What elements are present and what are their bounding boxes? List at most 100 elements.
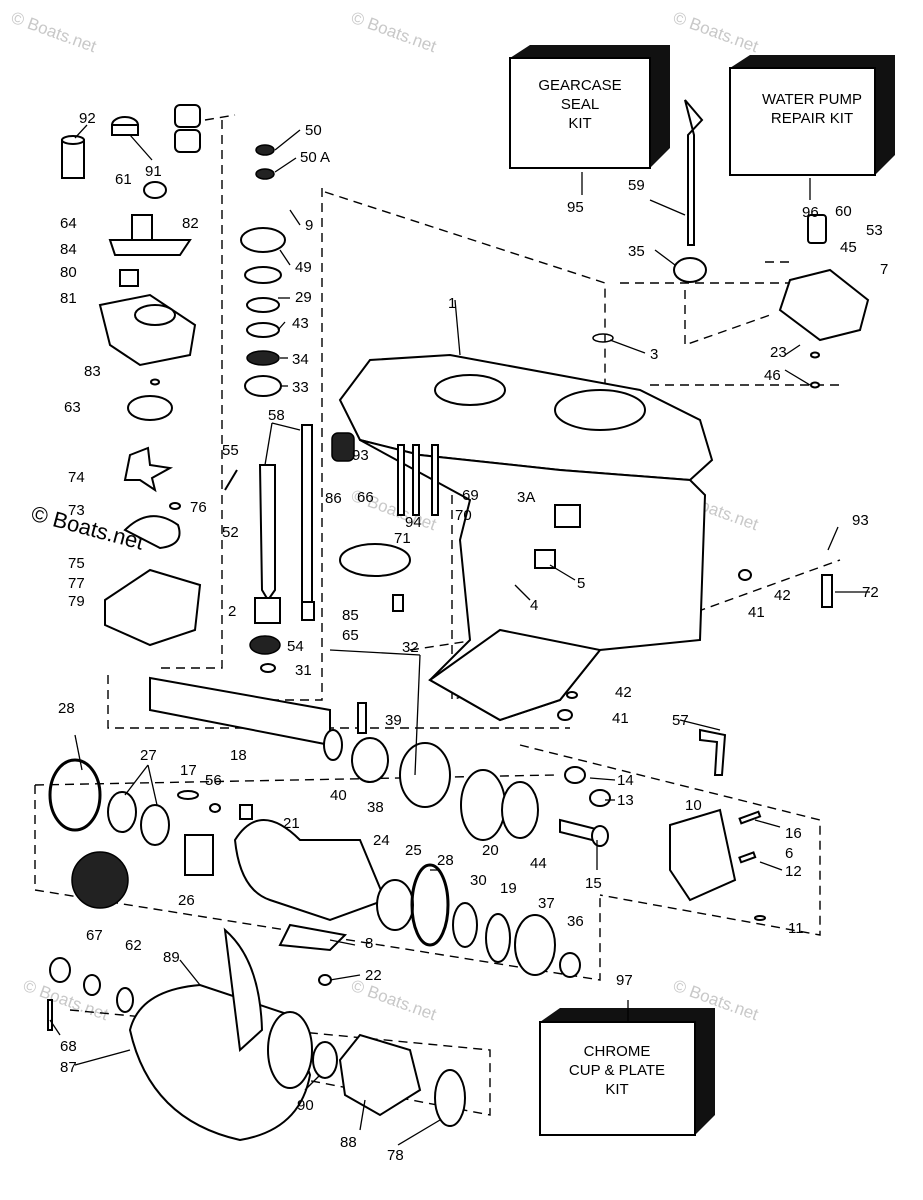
- callout-label: 46: [764, 367, 781, 384]
- callout-label: 25: [405, 842, 422, 859]
- callout-label: 73: [68, 502, 85, 519]
- callout-label: 42: [615, 684, 632, 701]
- callout-label: 86: [325, 490, 342, 507]
- callout-label: 89: [163, 949, 180, 966]
- callout-label: 80: [60, 264, 77, 281]
- callout-label: 64: [60, 215, 77, 232]
- water-pump-parts: [61, 104, 286, 647]
- callout-label: 50 A: [300, 149, 330, 166]
- callout-label: 28: [437, 852, 454, 869]
- callout-label: 20: [482, 842, 499, 859]
- callout-label: 17: [180, 762, 197, 779]
- callout-label: 35: [628, 243, 645, 260]
- callout-label: 94: [405, 514, 422, 531]
- callout-label: 60: [835, 203, 852, 220]
- callout-label: 41: [748, 604, 765, 621]
- callout-label: 29: [295, 289, 312, 306]
- kit-line: KIT: [605, 1081, 628, 1098]
- watermark: © Boats.net: [349, 8, 439, 56]
- callout-label: 11: [788, 920, 804, 937]
- propeller-parts: [47, 927, 466, 1142]
- water-pump-repair-kit-box: WATER PUMP REPAIR KIT: [729, 55, 895, 176]
- watermark: © Boats.net: [671, 8, 761, 56]
- callout-label: 57: [672, 712, 689, 729]
- watermark: © Boats.net: [9, 8, 99, 56]
- callout-label: 69: [462, 487, 479, 504]
- callout-label: 83: [84, 363, 101, 380]
- callout-labels: 92 91 50 50 A 61 64 82 84 9 80 49 81 29 …: [58, 110, 888, 1164]
- callout-label: 37: [538, 895, 555, 912]
- callout-label: 38: [367, 799, 384, 816]
- callout-label: 18: [230, 747, 247, 764]
- callout-label: 95: [567, 199, 584, 216]
- kit-line: REPAIR KIT: [771, 110, 853, 127]
- callout-label: 87: [60, 1059, 77, 1076]
- callout-label: 15: [585, 875, 602, 892]
- callout-label: 30: [470, 872, 487, 889]
- callout-label: 75: [68, 555, 85, 572]
- callout-label: 71: [394, 530, 411, 547]
- gearcase-seal-kit-box: GEARCASE SEAL KIT: [509, 45, 670, 169]
- callout-label: 12: [785, 863, 802, 880]
- leader-lines: [49, 124, 870, 1146]
- callout-label: 44: [530, 855, 547, 872]
- callout-label: 6: [785, 845, 793, 862]
- kit-line: SEAL: [561, 96, 599, 113]
- callout-label: 53: [866, 222, 883, 239]
- callout-label: 67: [86, 927, 103, 944]
- kit-line: GEARCASE: [538, 77, 621, 94]
- callout-label: 14: [617, 772, 634, 789]
- callout-label: 74: [68, 469, 85, 486]
- callout-label: 10: [685, 797, 702, 814]
- callout-label: 41: [612, 710, 629, 727]
- callout-label: 70: [455, 507, 472, 524]
- callout-label: 3A: [517, 489, 535, 506]
- callout-label: 19: [500, 880, 517, 897]
- callout-label: 22: [365, 967, 382, 984]
- callout-label: 61: [115, 171, 132, 188]
- kit-line: WATER PUMP: [762, 91, 862, 108]
- callout-label: 36: [567, 913, 584, 930]
- callout-label: 31: [295, 662, 312, 679]
- callout-label: 68: [60, 1038, 77, 1055]
- callout-label: 8: [365, 935, 373, 952]
- kit-line: KIT: [568, 115, 591, 132]
- kit-line: CUP & PLATE: [569, 1062, 665, 1079]
- callout-label: 59: [628, 177, 645, 194]
- callout-label: 90: [297, 1097, 314, 1114]
- callout-label: 49: [295, 259, 312, 276]
- watermark: © Boats.net: [349, 976, 439, 1024]
- callout-label: 96: [802, 204, 819, 221]
- callout-label: 97: [616, 972, 633, 989]
- callout-label: 78: [387, 1147, 404, 1164]
- callout-label: 33: [292, 379, 309, 396]
- callout-label: 40: [330, 787, 347, 804]
- callout-label: 66: [357, 489, 374, 506]
- callout-label: 91: [145, 163, 162, 180]
- callout-label: 3: [650, 346, 658, 363]
- callout-label: 39: [385, 712, 402, 729]
- callout-label: 7: [880, 261, 888, 278]
- callout-label: 55: [222, 442, 239, 459]
- callout-label: 28: [58, 700, 75, 717]
- callout-label: 1: [448, 295, 456, 312]
- callout-label: 92: [79, 110, 96, 127]
- callout-label: 76: [190, 499, 207, 516]
- callout-label: 24: [373, 832, 390, 849]
- callout-label: 26: [178, 892, 195, 909]
- callout-label: 4: [530, 597, 538, 614]
- callout-label: 9: [305, 217, 313, 234]
- callout-label: 56: [205, 772, 222, 789]
- callout-label: 54: [287, 638, 304, 655]
- callout-label: 45: [840, 239, 857, 256]
- callout-label: 13: [617, 792, 634, 809]
- callout-label: 84: [60, 241, 77, 258]
- callout-label: 63: [64, 399, 81, 416]
- callout-label: 85: [342, 607, 359, 624]
- kit-line: CHROME: [584, 1043, 651, 1060]
- callout-label: 81: [60, 290, 77, 307]
- callout-label: 2: [228, 603, 236, 620]
- callout-label: 58: [268, 407, 285, 424]
